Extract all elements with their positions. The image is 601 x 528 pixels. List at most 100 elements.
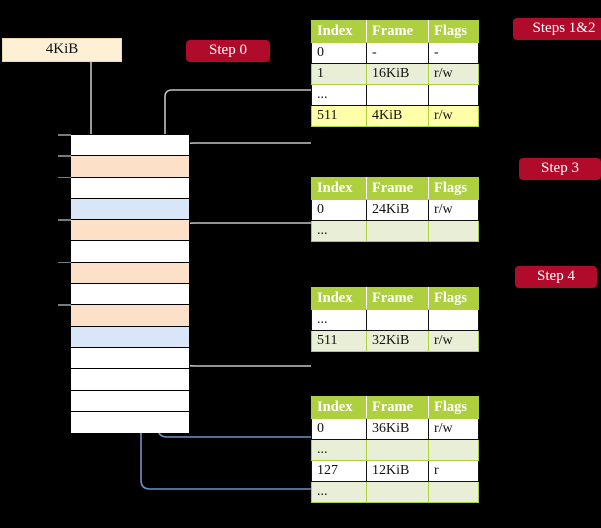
memory-frame-2 xyxy=(71,177,189,199)
column-header-flags: Flags xyxy=(428,396,479,419)
badge-step0: Step 0 xyxy=(186,40,270,62)
column-header-frame: Frame xyxy=(366,396,429,419)
frame-tick-6 xyxy=(58,261,71,264)
cell-frame: 4KiB xyxy=(366,105,429,127)
cell-frame xyxy=(366,439,429,461)
column-header-index: Index xyxy=(311,396,367,419)
table-row: ... xyxy=(311,439,479,461)
cell-flags: r xyxy=(428,460,479,482)
memory-frame-5 xyxy=(71,241,189,263)
memory-frame-9 xyxy=(71,326,189,348)
badge-label: Step 4 xyxy=(537,268,575,284)
column-header-flags: Flags xyxy=(428,287,479,310)
memory-frame-4 xyxy=(71,220,189,242)
cell-flags xyxy=(428,481,479,503)
wire-l4-row511-to-memory xyxy=(178,142,311,160)
wire-l3-row0-to-memory xyxy=(178,222,311,266)
memory-frame-13 xyxy=(71,411,189,434)
column-header-flags: Flags xyxy=(428,20,479,43)
badge-label: Step 0 xyxy=(209,42,247,58)
memory-frame-3 xyxy=(71,198,189,221)
frame-tick-2 xyxy=(58,176,71,179)
cell-frame: 16KiB xyxy=(366,63,429,85)
column-header-index: Index xyxy=(311,20,367,43)
cell-index: ... xyxy=(311,481,367,503)
cell-index: 127 xyxy=(311,460,367,482)
cell-flags: r/w xyxy=(428,63,479,85)
size-label-text: 4KiB xyxy=(45,41,79,57)
cell-frame: 12KiB xyxy=(366,460,429,482)
cell-index: ... xyxy=(311,84,367,106)
badge-steps12: Steps 1&2 xyxy=(513,18,601,40)
cell-frame: 24KiB xyxy=(366,199,429,221)
memory-frame-6 xyxy=(71,262,189,285)
column-header-flags: Flags xyxy=(428,177,479,200)
memory-frame-11 xyxy=(71,369,189,391)
badge-step4: Step 4 xyxy=(515,266,597,288)
column-header-frame: Frame xyxy=(366,20,429,43)
table-row: ... xyxy=(311,220,479,242)
frame-tick-1 xyxy=(58,155,71,157)
cell-frame: - xyxy=(366,42,429,64)
cell-frame xyxy=(366,220,429,242)
cell-frame xyxy=(366,481,429,503)
cell-flags: r/w xyxy=(428,105,479,127)
table-row: 0-- xyxy=(311,42,479,64)
cell-flags: r/w xyxy=(428,199,479,221)
column-header-index: Index xyxy=(311,177,367,200)
cell-flags: r/w xyxy=(428,418,479,440)
memory-frame-12 xyxy=(71,390,189,412)
physical-memory-column xyxy=(70,134,190,434)
wire-l2-row511-to-memory xyxy=(172,314,311,367)
table-row: ... xyxy=(311,481,479,503)
table-row: ... xyxy=(311,309,479,331)
memory-frame-10 xyxy=(71,347,189,370)
cell-index: 0 xyxy=(311,42,367,64)
memory-frame-8 xyxy=(71,305,189,327)
cell-index: 0 xyxy=(311,199,367,221)
memory-frame-7 xyxy=(71,284,189,306)
memory-frame-1 xyxy=(71,156,189,178)
cell-flags xyxy=(428,439,479,461)
cell-index: 511 xyxy=(311,330,367,352)
column-header-frame: Frame xyxy=(366,177,429,200)
badge-step3: Step 3 xyxy=(519,158,601,180)
cell-frame xyxy=(366,84,429,106)
cell-frame: 32KiB xyxy=(366,330,429,352)
cell-frame xyxy=(366,309,429,331)
cell-index: ... xyxy=(311,439,367,461)
cell-flags: - xyxy=(428,42,479,64)
column-header-frame: Frame xyxy=(366,287,429,310)
cell-index: 1 xyxy=(311,63,367,85)
size-label: 4KiB xyxy=(2,38,122,62)
cell-index: 511 xyxy=(311,105,367,127)
frame-tick-8 xyxy=(58,304,71,306)
cell-index: ... xyxy=(311,309,367,331)
cell-frame: 36KiB xyxy=(366,418,429,440)
memory-frame-0 xyxy=(71,135,189,157)
frame-tick-4 xyxy=(58,219,71,221)
cell-index: 0 xyxy=(311,418,367,440)
cell-flags xyxy=(428,220,479,242)
cell-flags: r/w xyxy=(428,330,479,352)
cell-flags xyxy=(428,84,479,106)
table-row: ... xyxy=(311,84,479,106)
frame-tick-0 xyxy=(58,134,71,136)
column-header-index: Index xyxy=(311,287,367,310)
badge-label: Steps 1&2 xyxy=(532,20,596,36)
